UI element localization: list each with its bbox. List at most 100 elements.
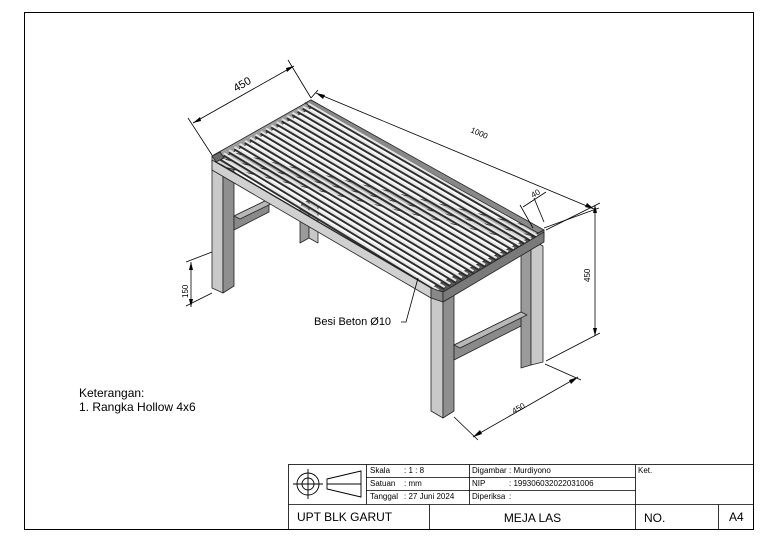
unit-label: Satuan [370, 479, 396, 488]
checked-label: Diperiksa [472, 492, 506, 501]
bench-slats [217, 102, 538, 294]
slat-shadow [238, 144, 463, 281]
title-block-grid [288, 464, 754, 530]
ext-line-bottom-b [544, 363, 582, 381]
arrow-brace-a [189, 262, 193, 270]
projection-cone [326, 470, 362, 498]
slat-shadow [254, 134, 481, 271]
ext-line-top-right [287, 59, 312, 99]
dim-line-bottom-width [472, 376, 579, 438]
slat [255, 133, 480, 269]
drawing-title: MEJA LAS [503, 511, 562, 525]
unit-value: : mm [404, 479, 422, 488]
arrow-top-width-b [286, 66, 294, 72]
ext-line-top-left [187, 117, 213, 156]
ext-line-brace-top [185, 251, 213, 263]
arrow-bottom-a [473, 430, 482, 437]
checked-value: : [509, 492, 512, 501]
ext-line-tube-b [533, 197, 545, 223]
ext-line-length-left [310, 89, 319, 99]
slat [297, 108, 527, 243]
ext-line-height-bottom [545, 332, 601, 362]
dim-text-tube: 40 [530, 187, 543, 200]
slat [292, 112, 521, 247]
slat-shadow [270, 125, 498, 262]
slat-shadow [286, 116, 515, 252]
slat-shadow [233, 147, 458, 284]
slat [233, 146, 457, 282]
date-value: : 27 Juni 2024 [404, 492, 455, 501]
dim-line-tube [522, 191, 547, 208]
title-block-frame [288, 464, 754, 530]
arrow-length-b [585, 203, 594, 209]
leg-front-right-face [430, 287, 444, 419]
slat-shadow [265, 128, 492, 265]
dim-text-brace-height: 150 [181, 284, 190, 298]
date-label: Tanggal [370, 492, 399, 501]
slat [307, 102, 538, 237]
right-rail-face [442, 231, 545, 303]
arrow-length-a [316, 93, 325, 99]
brace-right-top [453, 311, 528, 349]
nip-value: : 199306032022031006 [509, 479, 594, 488]
arrow-bottom-b [569, 377, 578, 384]
dim-text-top-width: 450 [232, 75, 254, 95]
scale-label: Skala [370, 466, 391, 475]
dimension-arrows [189, 66, 597, 437]
slat-shadow [260, 131, 486, 268]
slat-shadow [249, 138, 475, 275]
dim-line-length [315, 92, 595, 210]
slat [223, 152, 446, 289]
slat [218, 155, 440, 292]
frame-back-rail [304, 99, 545, 234]
leg-front-right-side [442, 287, 455, 419]
institution-name: UPT BLK GARUT [297, 510, 393, 524]
slat [281, 118, 509, 253]
leg-rear-right-side [530, 239, 544, 366]
slat [239, 143, 463, 279]
dim-text-bottom-width: 450 [511, 401, 528, 416]
slat-shadow [291, 113, 521, 249]
slat [270, 124, 498, 260]
arrow-brace-b [189, 299, 193, 307]
slat-shadow [228, 150, 452, 287]
slat [260, 130, 486, 266]
callout-leader [401, 277, 419, 323]
dim-text-height: 450 [583, 268, 592, 282]
slat-shadow [217, 156, 440, 294]
slat [286, 115, 515, 250]
arrow-height-a [593, 205, 597, 213]
slat-shadow [223, 153, 446, 291]
slat [228, 149, 451, 285]
slat [302, 105, 532, 240]
slat-shadow [297, 109, 527, 246]
slat-shadow [244, 141, 469, 278]
bench-frame-front [211, 151, 545, 303]
slat-shadow [281, 119, 510, 255]
nip-label: NIP [472, 479, 486, 488]
slat [276, 121, 503, 256]
drawn-by-label: Digambar [472, 466, 507, 475]
callout-text: Besi Beton Ø10 [314, 316, 391, 328]
slat [265, 127, 492, 263]
scale-value: : 1 : 8 [404, 466, 425, 475]
arrow-height-b [593, 328, 597, 336]
ext-line-height-top [545, 202, 601, 231]
dim-line-top-width [192, 65, 295, 124]
arrow-top-width-a [193, 117, 201, 123]
first-angle-projection-icon [293, 469, 362, 499]
slat-shadow [302, 106, 533, 242]
front-rail-cap [211, 151, 225, 163]
ext-line-tube-a [519, 204, 534, 229]
number-label: NO. [644, 511, 666, 525]
dimension-lines [185, 59, 601, 441]
slat-shadow [307, 103, 538, 239]
slat [249, 136, 475, 272]
notes-item: 1. Rangka Hollow 4x6 [79, 400, 196, 414]
slat [244, 140, 469, 276]
sheet-size: A4 [729, 510, 744, 524]
ext-line-length-right [543, 207, 600, 229]
notes-heading: Keterangan: [79, 386, 145, 400]
notes-block: Keterangan: 1. Rangka Hollow 4x6 [79, 386, 196, 414]
